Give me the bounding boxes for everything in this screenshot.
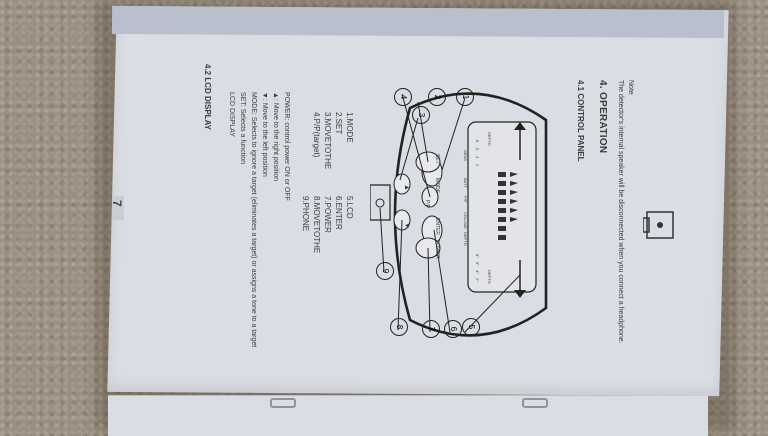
legend-right-8: 8.MOVETOTHE (312, 196, 321, 254)
enter-button-label: ENTER (434, 218, 440, 235)
staple-left (270, 398, 296, 408)
callout-8: 8 (390, 318, 408, 336)
lcd-scale-right-3: 2" (475, 278, 480, 282)
control-panel-diagram (370, 92, 548, 337)
page-number: 7 (110, 200, 124, 207)
page-number-box (112, 196, 124, 220)
set-button-label: SET (434, 154, 440, 164)
lcd-depth-left: DEPTH (487, 132, 492, 146)
legend-right-6: 6.ENTER (334, 196, 343, 230)
lcd-section-title: 4.2 LCD DISPLAY (203, 64, 212, 130)
page-top-strip (111, 5, 725, 39)
down-arrow-button-label: ▼ (403, 222, 410, 229)
section-title: 4. OPERATION (597, 80, 608, 154)
callout-5: 5 (462, 318, 480, 336)
power-button-label: POWER (434, 240, 440, 259)
desc-mode: MODE: Selects to ignore a target (elimin… (250, 92, 257, 348)
lcd-scale-left-1: 6 (475, 148, 480, 151)
callout-3: 3 (412, 106, 430, 124)
callout-2: 2 (428, 88, 446, 106)
desc-down-arrow: ▼: Move to the left position (261, 92, 268, 177)
desc-lcd: LCD DISPLAY (228, 92, 235, 137)
legend-left-4: 4.P/P(target) (312, 112, 321, 158)
legend-left-2: 2.SET (334, 112, 343, 135)
desc-set: SET: Selects a function (239, 92, 246, 164)
callout-4: 4 (394, 88, 412, 106)
lcd-row-volume: VOLUME (463, 212, 468, 229)
note-label: Note (627, 80, 634, 95)
desc-up-arrow: ▲: Move to the right position (272, 92, 279, 182)
lcd-row-pp: P/P (463, 196, 468, 203)
lcd-row-sens: SENS (463, 150, 468, 161)
desc-power: POWER: control power ON or OFF (283, 92, 290, 201)
staple-right (522, 398, 548, 408)
legend-left-1: 1.MODE (345, 112, 354, 143)
mode-button-label: MODE (434, 178, 440, 193)
lcd-scale-left-3: 2 (475, 164, 480, 167)
legend-right-7: 7.POWER (323, 196, 332, 233)
up-arrow-button-label: ▲ (403, 184, 410, 191)
callout-7: 7 (422, 320, 440, 338)
lcd-row-depth: DEPTH (463, 232, 468, 246)
callout-9: 9 (376, 262, 394, 280)
next-page-edge (108, 395, 708, 436)
lcd-scale-left-0: 8 (475, 140, 480, 143)
lcd-scale-right-2: 4" (475, 270, 480, 274)
lcd-scale-right-1: 6" (475, 262, 480, 266)
lcd-bar-segments (498, 172, 518, 240)
pp-button-label: P/P (424, 200, 430, 209)
legend-left-3: 3.MOVETOTHE (323, 112, 332, 170)
lcd-scale-right-0: 8" (475, 254, 480, 258)
lcd-depth-right: DEPTH (487, 270, 492, 284)
legend-right-9: 9.PHONE (301, 196, 310, 232)
legend-right-5: 5.LCD (345, 196, 354, 219)
headphone-jack-icon (643, 211, 674, 239)
callout-6: 6 (444, 320, 462, 338)
lcd-scale-left-2: 4 (475, 156, 480, 159)
callout-1: 1 (456, 88, 474, 106)
note-text: The detector's internal speaker will be … (617, 80, 624, 344)
subsection-title: 4.1 CONTROL PANEL (576, 80, 585, 162)
lcd-row-batt: BATT (463, 178, 468, 188)
